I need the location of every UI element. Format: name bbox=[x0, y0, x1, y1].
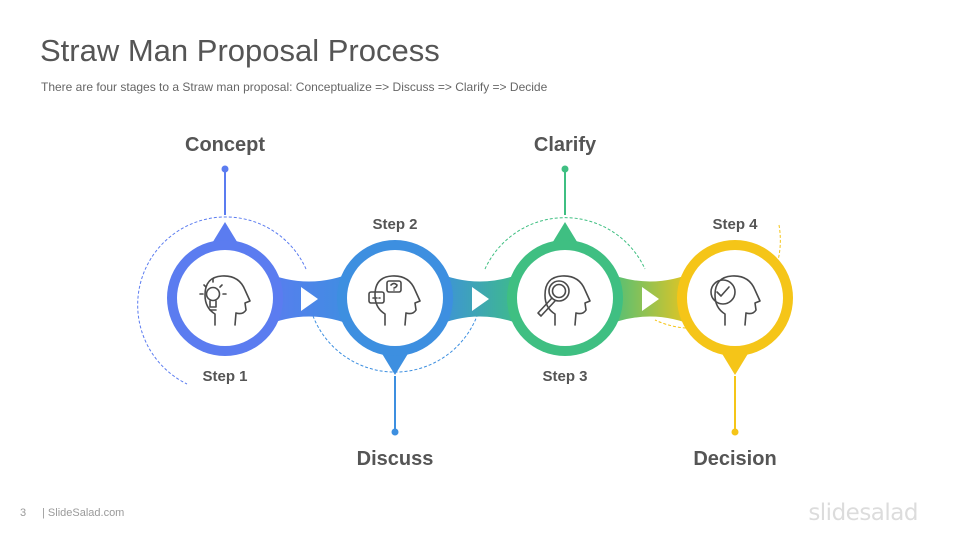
slide-subtitle: There are four stages to a Straw man pro… bbox=[41, 80, 548, 94]
step-3-node bbox=[507, 165, 623, 356]
step-4-name: Decision bbox=[693, 448, 776, 470]
footer-site: | SlideSalad.com bbox=[42, 507, 125, 519]
step3-dashed-arc bbox=[484, 217, 646, 270]
step1-dashed-arc bbox=[137, 216, 307, 385]
step-4-node bbox=[677, 240, 793, 436]
brand-logo: slidesalad bbox=[808, 500, 918, 526]
step-2-node bbox=[337, 240, 453, 436]
slide-title: Straw Man Proposal Process bbox=[40, 33, 440, 68]
step-1-label: Step 1 bbox=[202, 368, 247, 385]
step-3-label: Step 3 bbox=[542, 368, 587, 385]
step-1-name: Concept bbox=[185, 134, 265, 156]
page-number: 3 bbox=[20, 507, 27, 519]
chat-question-head-icon bbox=[368, 275, 421, 326]
step-4-label: Step 4 bbox=[712, 216, 758, 233]
lightbulb-head-icon bbox=[199, 275, 251, 326]
checkmark-head-icon bbox=[710, 275, 761, 326]
arrow-1-2 bbox=[301, 287, 318, 311]
arrow-2-3 bbox=[472, 287, 489, 311]
step-3-name: Clarify bbox=[534, 134, 597, 156]
magnifier-head-icon bbox=[537, 275, 591, 326]
step-2-name: Discuss bbox=[357, 448, 434, 470]
arrow-3-4 bbox=[642, 287, 659, 311]
step-2-label: Step 2 bbox=[372, 216, 417, 233]
step-1-node bbox=[167, 165, 283, 356]
